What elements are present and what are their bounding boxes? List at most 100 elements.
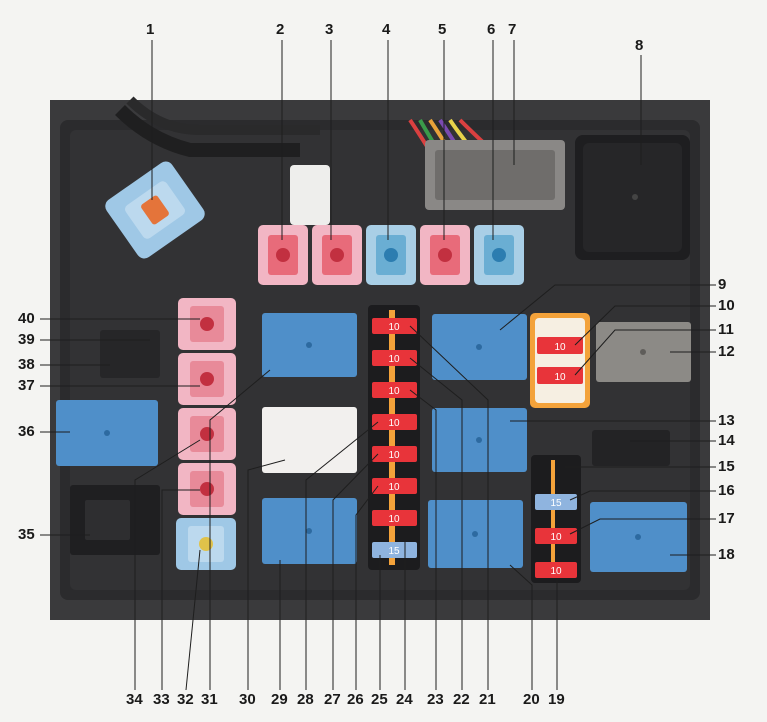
fuse-10-rating: 10 xyxy=(554,342,566,353)
callout-11: 11 xyxy=(718,321,734,338)
callout-27: 27 xyxy=(324,691,341,708)
fuse-25-rating: 10 xyxy=(388,450,400,461)
callout-30: 30 xyxy=(239,691,256,708)
fuse-22: 10 xyxy=(372,350,417,366)
relay-36-dot xyxy=(104,430,110,436)
callout-38: 38 xyxy=(18,356,35,373)
leader-lines xyxy=(40,40,716,691)
callout-28: 28 xyxy=(297,691,314,708)
relay-29-dot xyxy=(306,528,312,534)
fuse-16-rating: 10 xyxy=(550,532,562,543)
fuse-21: 10 xyxy=(372,318,417,334)
fuse-28: 15 xyxy=(372,542,417,558)
fuse-2 xyxy=(258,225,308,285)
relay-12-dot xyxy=(640,349,646,355)
callout-36: 36 xyxy=(18,423,35,440)
fuse-19-rating: 10 xyxy=(550,566,562,577)
fuse-15: 15 xyxy=(535,494,577,510)
callout-9: 9 xyxy=(718,276,727,293)
wire-harness xyxy=(126,96,320,135)
callout-34: 34 xyxy=(126,691,143,708)
fuse-32 xyxy=(176,518,236,570)
callout-21: 21 xyxy=(479,691,496,708)
callout-17: 17 xyxy=(718,510,735,527)
fuse-40 xyxy=(178,298,236,350)
callout-39: 39 xyxy=(18,331,35,348)
fuse-26-rating: 10 xyxy=(388,482,400,493)
callout-32: 32 xyxy=(177,691,194,708)
fuse-19: 10 xyxy=(535,562,577,578)
fuse-24: 10 xyxy=(372,414,417,430)
callout-13: 13 xyxy=(718,412,735,429)
callout-16: 16 xyxy=(718,482,735,499)
right-fuse-block xyxy=(531,455,581,583)
callout-1: 1 xyxy=(146,21,155,38)
callout-18: 18 xyxy=(718,546,735,563)
callout-7: 7 xyxy=(508,21,517,38)
fuse-11-rating: 10 xyxy=(554,372,566,383)
callout-25: 25 xyxy=(371,691,388,708)
relay-18-dot xyxy=(635,534,641,540)
connector-14 xyxy=(592,430,670,466)
fuse-16: 10 xyxy=(535,528,577,544)
callout-33: 33 xyxy=(153,691,170,708)
callout-15: 15 xyxy=(718,458,735,475)
terminal-block-38 xyxy=(100,330,160,378)
wire-harness xyxy=(115,104,300,157)
callout-24: 24 xyxy=(396,691,413,708)
connector-7-face xyxy=(435,150,555,200)
callout-19: 19 xyxy=(548,691,565,708)
fuse-15-rating: 15 xyxy=(550,498,562,509)
fuse-3 xyxy=(312,225,362,285)
callout-6: 6 xyxy=(487,21,496,38)
fuse-27: 10 xyxy=(372,510,417,526)
relay-13-dot xyxy=(476,437,482,443)
fuse-25: 10 xyxy=(372,446,417,462)
fuse-carrier-10-11-face xyxy=(535,318,585,403)
connector-35-face xyxy=(85,500,130,540)
callout-40: 40 xyxy=(18,310,35,327)
callout-14: 14 xyxy=(718,432,735,449)
relay-9-dot xyxy=(476,344,482,350)
fuse-22-rating: 10 xyxy=(388,354,400,365)
callout-4: 4 xyxy=(382,21,391,38)
callout-31: 31 xyxy=(201,691,218,708)
fuse-33 xyxy=(178,463,236,515)
callout-35: 35 xyxy=(18,526,35,543)
callout-2: 2 xyxy=(276,21,285,38)
callout-23: 23 xyxy=(427,691,444,708)
fuse-23: 10 xyxy=(372,382,417,398)
callout-26: 26 xyxy=(347,691,364,708)
relay-30 xyxy=(262,407,357,473)
fuse-27-rating: 10 xyxy=(388,514,400,525)
fuse-26: 10 xyxy=(372,478,417,494)
fuse-37 xyxy=(178,353,236,405)
fuse-5 xyxy=(420,225,470,285)
fuse-21-rating: 10 xyxy=(388,322,400,333)
callout-37: 37 xyxy=(18,377,35,394)
callout-12: 12 xyxy=(718,343,735,360)
callout-5: 5 xyxy=(438,21,447,38)
fuse-10: 10 xyxy=(537,337,583,354)
callout-3: 3 xyxy=(325,21,334,38)
fuse-23-rating: 10 xyxy=(388,386,400,397)
callout-20: 20 xyxy=(523,691,540,708)
maxi-fuse-1 xyxy=(105,161,205,259)
fuse-34 xyxy=(178,408,236,460)
right-fuse-bus xyxy=(551,460,555,578)
callout-22: 22 xyxy=(453,691,470,708)
fuse-24-rating: 10 xyxy=(388,418,400,429)
relay-8-dot xyxy=(632,194,638,200)
fuse-bus xyxy=(389,310,395,565)
callout-8: 8 xyxy=(635,37,644,54)
relay-20-dot xyxy=(472,531,478,537)
fuse-11: 10 xyxy=(537,367,583,384)
relay-dot xyxy=(306,342,312,348)
fuse-6 xyxy=(474,225,524,285)
white-clip xyxy=(290,165,330,225)
fuse-28-rating: 15 xyxy=(388,546,400,557)
fuse-4 xyxy=(366,225,416,285)
callout-10: 10 xyxy=(718,297,735,314)
